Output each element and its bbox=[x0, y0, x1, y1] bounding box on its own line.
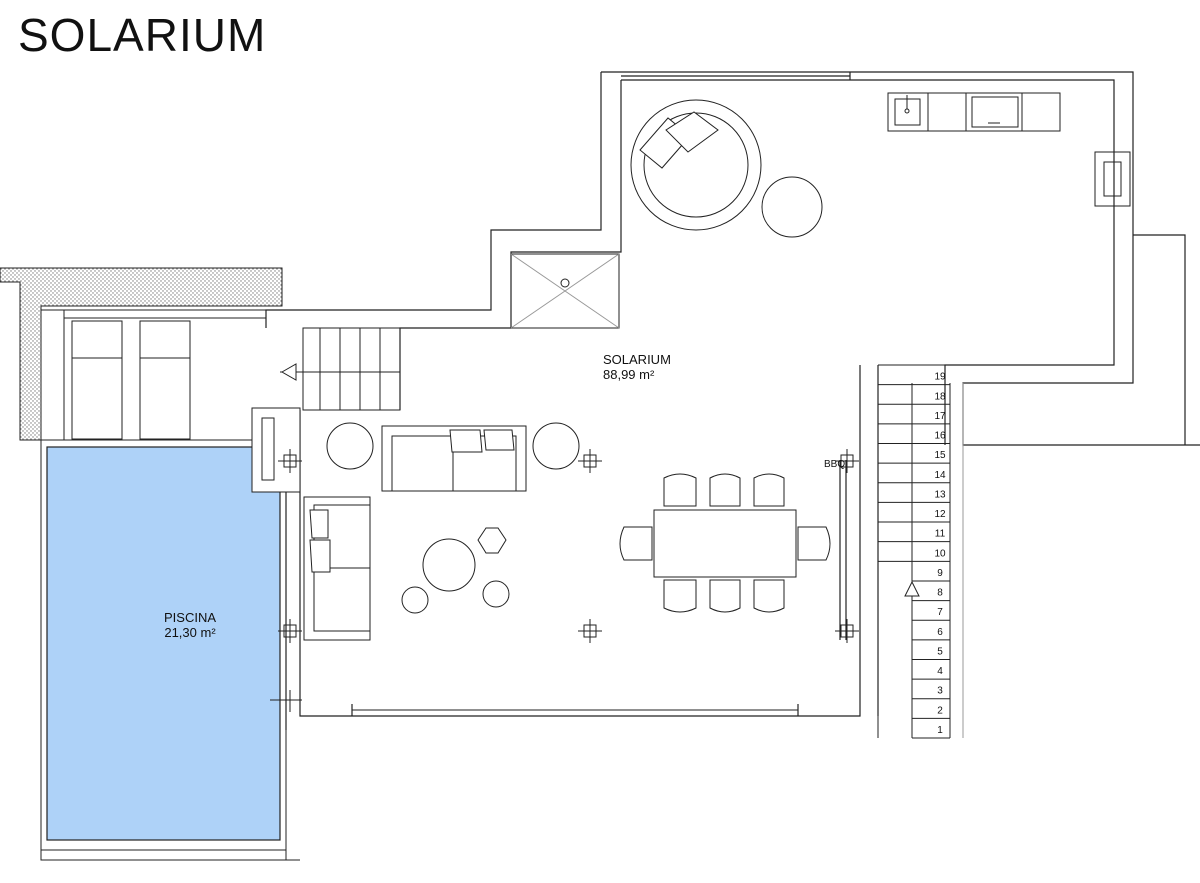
pool-area-value: 21,30 m² bbox=[164, 625, 216, 640]
arrow-left-icon bbox=[280, 363, 297, 381]
grill-unit bbox=[1094, 151, 1131, 207]
stair-step-number: 5 bbox=[937, 646, 943, 657]
sun-loungers bbox=[71, 320, 191, 440]
stair-step-number: 9 bbox=[937, 568, 943, 579]
solarium-area: 88,99 m² bbox=[603, 367, 655, 382]
arrow-up-icon bbox=[904, 580, 920, 597]
stair-step-number: 4 bbox=[937, 666, 943, 677]
stair-step-number: 17 bbox=[934, 411, 946, 422]
stair-step-number: 18 bbox=[934, 391, 946, 402]
stool bbox=[482, 580, 510, 608]
interior-stair bbox=[280, 327, 401, 411]
pool-water bbox=[46, 446, 281, 841]
sun-lounger bbox=[71, 320, 123, 440]
round-table bbox=[761, 176, 823, 238]
side-table bbox=[477, 527, 507, 554]
dining-table bbox=[653, 509, 797, 578]
kitchen-counter bbox=[887, 92, 1061, 132]
sun-lounger bbox=[139, 320, 191, 440]
stair-step-number: 15 bbox=[934, 450, 946, 461]
stair-step-number: 3 bbox=[937, 686, 943, 697]
outdoor-shower bbox=[510, 253, 620, 329]
dining-set bbox=[619, 473, 831, 613]
stair-step-number: 11 bbox=[935, 529, 946, 540]
bbq-label: BBQ bbox=[824, 459, 845, 470]
stair-step-number: 16 bbox=[934, 431, 946, 442]
page-title: SOLARIUM bbox=[18, 9, 267, 61]
stair-step-number: 6 bbox=[937, 627, 943, 638]
exterior-walls bbox=[265, 71, 1200, 730]
lounge-furniture bbox=[303, 422, 580, 641]
stair-step-number: 7 bbox=[937, 607, 943, 618]
coffee-table bbox=[422, 538, 476, 592]
stair-step-number: 1 bbox=[937, 725, 943, 736]
stair-step-number: 14 bbox=[934, 470, 946, 481]
fridge-icon bbox=[971, 96, 1019, 128]
stair-step-number: 13 bbox=[934, 489, 946, 500]
armchair bbox=[532, 422, 580, 470]
pool-area: PISCINA 21,30 m² bbox=[40, 439, 300, 861]
column-markers bbox=[270, 449, 859, 712]
stair-step-number: 2 bbox=[937, 705, 943, 716]
solarium-name: SOLARIUM bbox=[603, 352, 671, 367]
planter-hatch bbox=[0, 267, 286, 441]
round-daybed bbox=[630, 99, 762, 231]
stair-step-number: 8 bbox=[937, 588, 943, 599]
stair-step-number: 19 bbox=[934, 372, 946, 383]
stool bbox=[401, 586, 429, 614]
fireplace bbox=[251, 407, 301, 493]
stair-step-number: 10 bbox=[934, 548, 946, 559]
stair-step-number: 12 bbox=[934, 509, 946, 520]
armchair bbox=[326, 422, 374, 470]
pool-name: PISCINA bbox=[164, 610, 216, 625]
